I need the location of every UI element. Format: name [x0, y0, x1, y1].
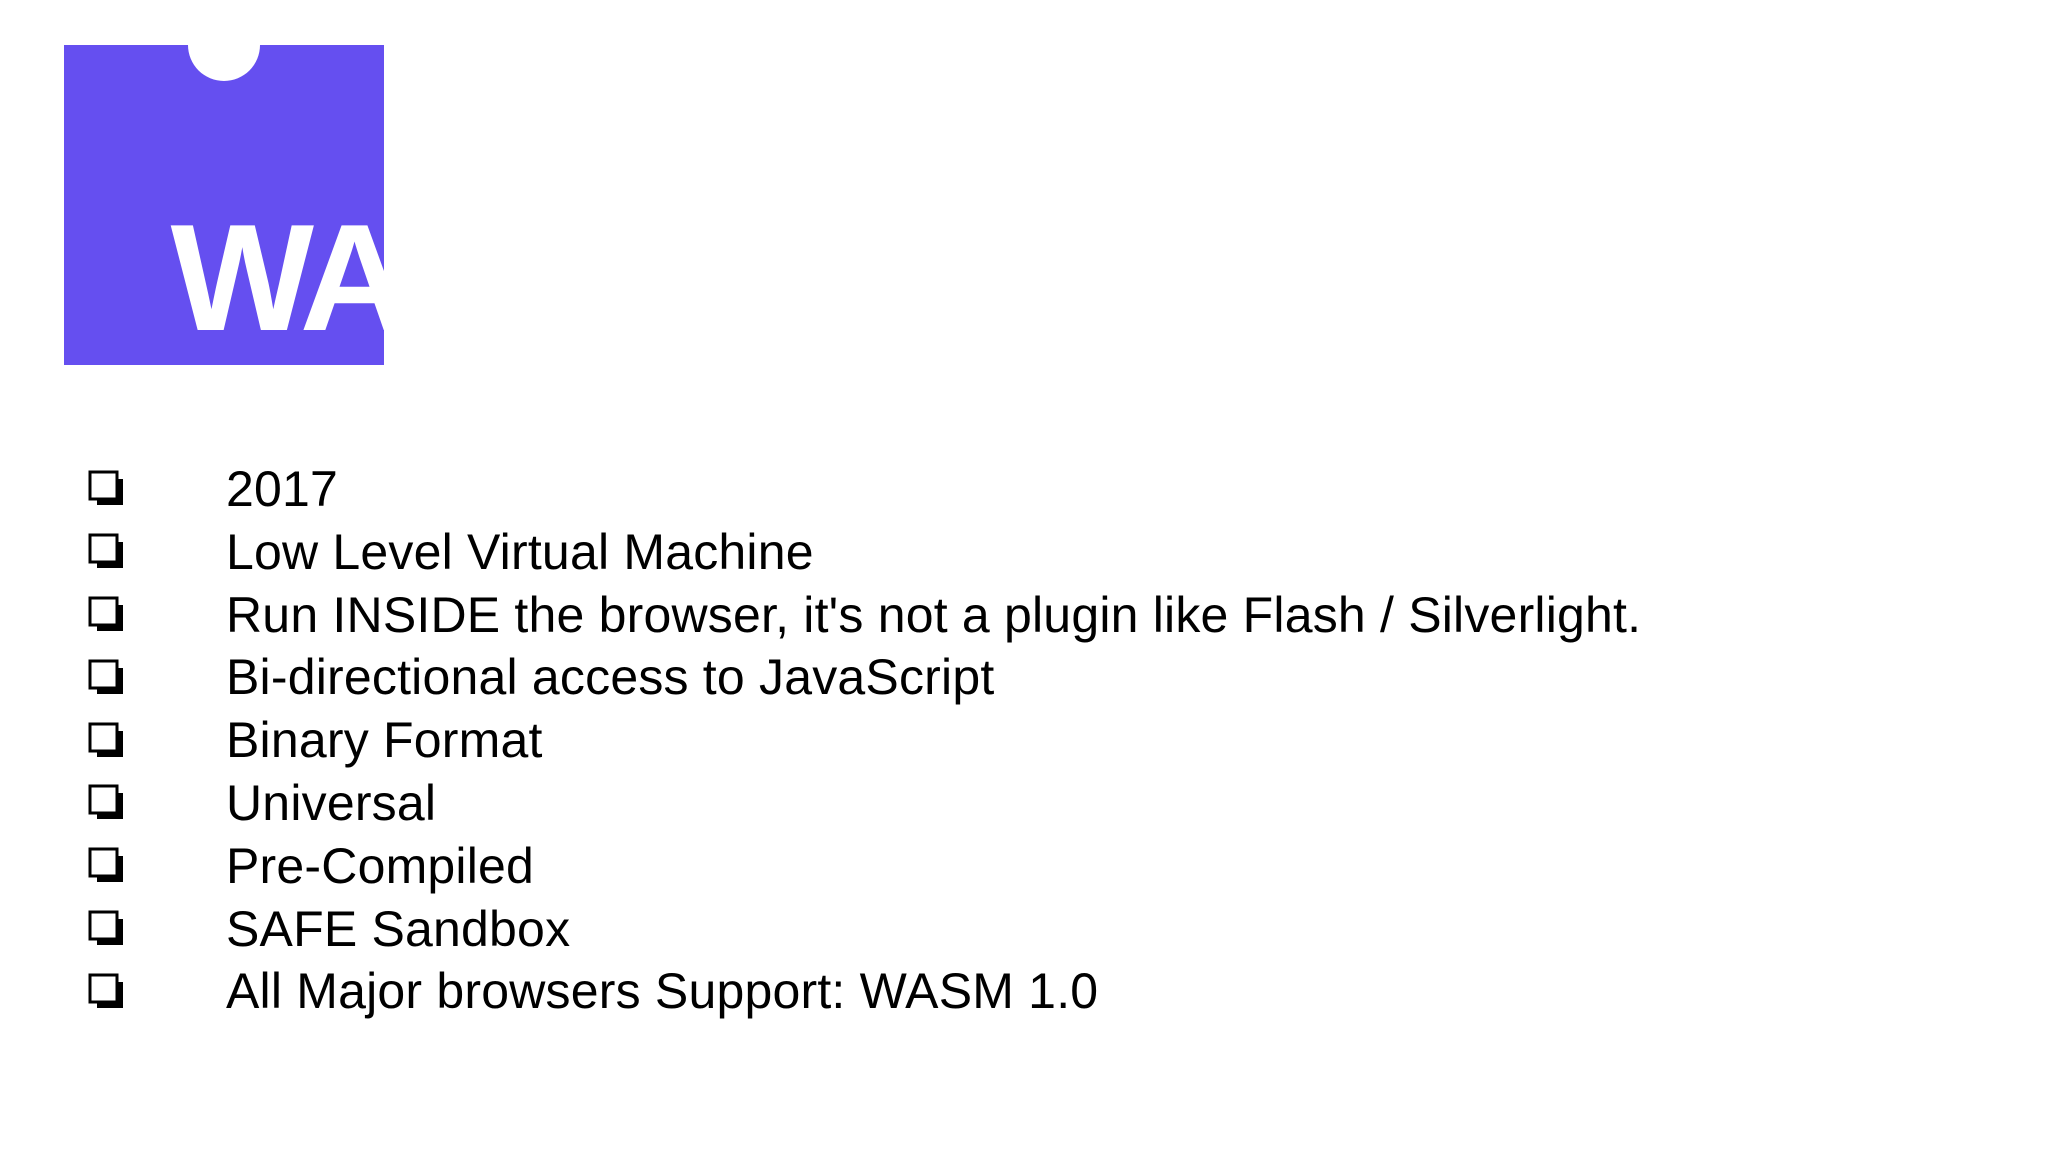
bullet-text: All Major browsers Support: WASM 1.0 [226, 963, 1099, 1020]
list-item: Run INSIDE the browser, it's not a plugi… [88, 584, 1641, 647]
list-item: 2017 [88, 458, 1641, 521]
list-item: Binary Format [88, 709, 1641, 772]
checkbox-square-icon [88, 659, 126, 697]
checkbox-square-icon [88, 470, 126, 508]
checkbox-square-icon [88, 910, 126, 948]
checkbox-square-icon [88, 784, 126, 822]
logo-text: WA [171, 193, 384, 363]
bullet-text: Pre-Compiled [226, 837, 535, 894]
bullet-text: Run INSIDE the browser, it's not a plugi… [226, 586, 1642, 643]
bullet-text: Universal [226, 774, 437, 831]
bullet-text: Binary Format [226, 712, 543, 769]
bullet-list: 2017 Low Level Virtual Machine Run INSID… [88, 458, 1641, 1023]
bullet-text: Bi-directional access to JavaScript [226, 649, 995, 706]
list-item: Pre-Compiled [88, 835, 1641, 898]
checkbox-square-icon [88, 533, 126, 571]
webassembly-logo-icon: WA [64, 45, 384, 365]
checkbox-square-icon [88, 596, 126, 634]
bullet-text: 2017 [226, 461, 339, 517]
logo-shape [64, 45, 384, 365]
bullet-text: Low Level Virtual Machine [226, 523, 814, 580]
checkbox-square-icon [88, 722, 126, 760]
bullet-text: SAFE Sandbox [226, 900, 571, 957]
list-item: Low Level Virtual Machine [88, 521, 1641, 584]
list-item: Bi-directional access to JavaScript [88, 646, 1641, 709]
list-item: SAFE Sandbox [88, 898, 1641, 961]
checkbox-square-icon [88, 847, 126, 885]
list-item: All Major browsers Support: WASM 1.0 [88, 960, 1641, 1023]
checkbox-square-icon [88, 973, 126, 1011]
list-item: Universal [88, 772, 1641, 835]
